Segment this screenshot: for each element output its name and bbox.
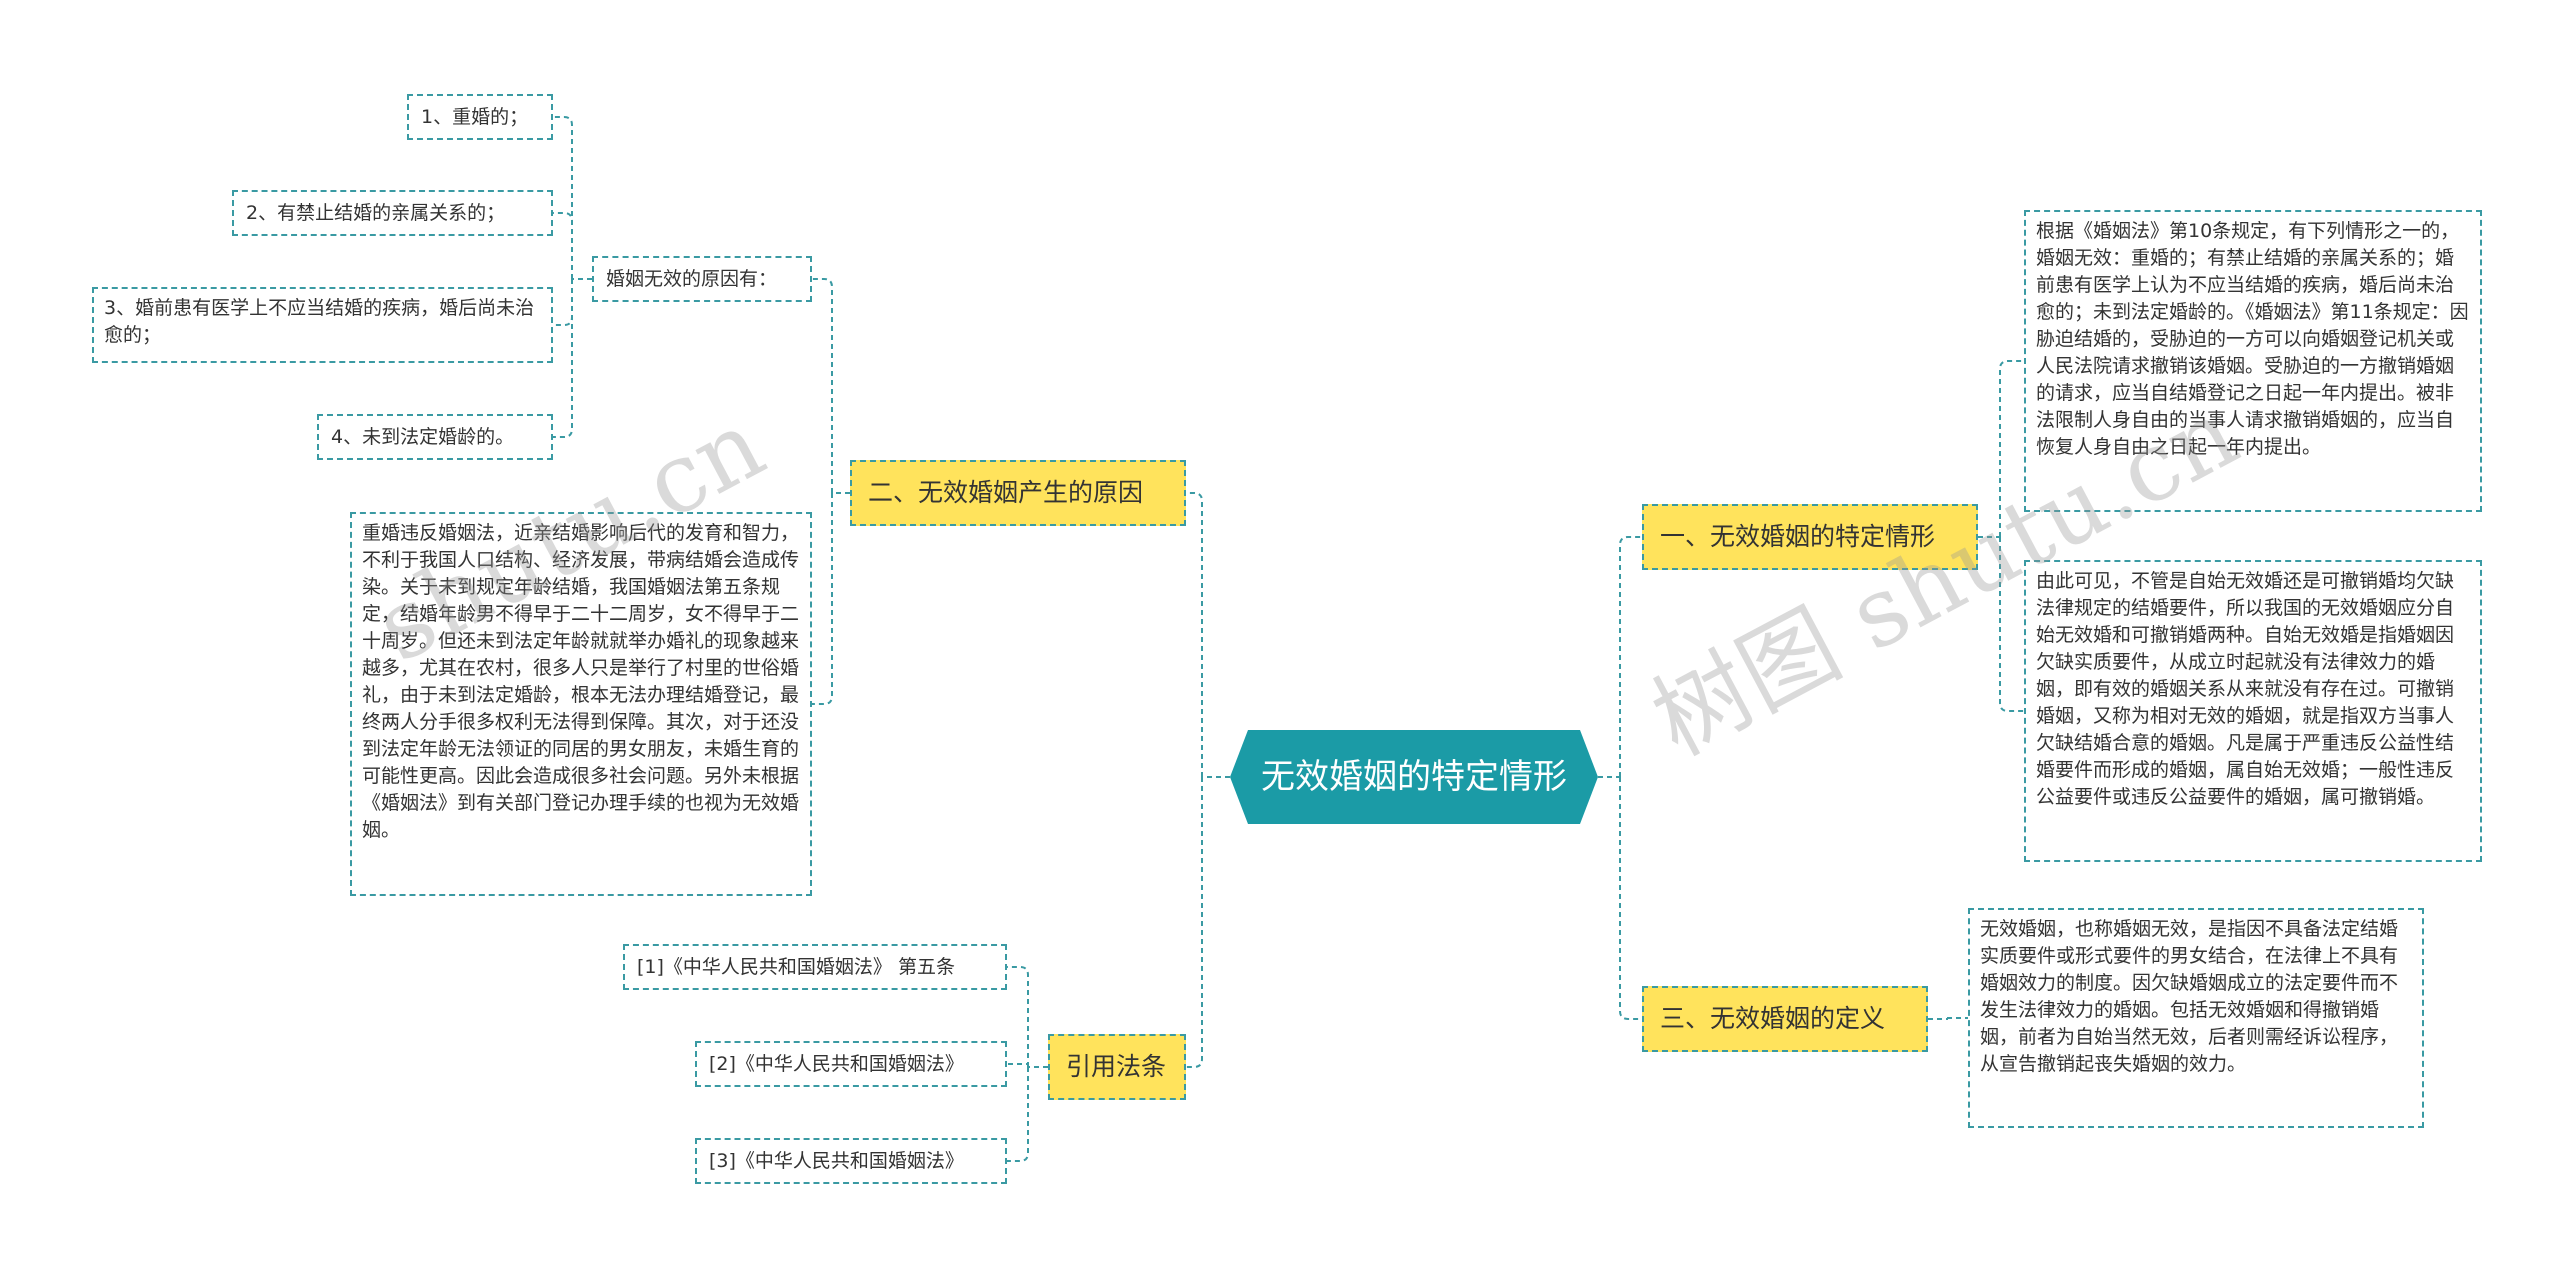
reason-item-2-text: 2、有禁止结婚的亲属关系的； (246, 202, 506, 224)
definition-text: 无效婚姻，也称婚姻无效，是指因不具备法定结婚实质要件或形式要件的男女结合，在法律… (1980, 918, 2399, 1075)
situation-item-1[interactable]: 根据《婚姻法》第10条规定，有下列情形之一的，婚姻无效：重婚的；有禁止结婚的亲属… (2024, 210, 2482, 512)
connector-n-s1 (1999, 360, 2024, 537)
definition-text-box[interactable]: 无效婚姻，也称婚姻无效，是指因不具备法定结婚实质要件或形式要件的男女结合，在法律… (1968, 908, 2424, 1128)
citation-item-3-text: [3]《中华人民共和国婚姻法》 (709, 1150, 964, 1172)
root-hexagon-shape (1230, 730, 1598, 824)
reasons-subgroup[interactable]: 婚姻无效的原因有： (592, 256, 812, 302)
branch-reasons-label: 二、无效婚姻产生的原因 (868, 478, 1144, 507)
situation-item-1-text: 根据《婚姻法》第10条规定，有下列情形之一的，婚姻无效：重婚的；有禁止结婚的亲属… (2036, 220, 2469, 458)
branch-definition-label: 三、无效婚姻的定义 (1660, 1004, 1886, 1033)
connector-n-r4 (553, 279, 573, 438)
reason-item-1[interactable]: 1、重婚的； (407, 94, 553, 140)
connector-n-c2 (1007, 1063, 1029, 1067)
root-node[interactable]: 无效婚姻的特定情形 (1230, 730, 1598, 824)
connector-n-r2 (553, 212, 573, 279)
connector-n-def (1619, 777, 1642, 1020)
reasons-detail-text: 重婚违反婚姻法，近亲结婚影响后代的发育和智力，不利于我国人口结构、经济发展，带病… (362, 522, 800, 841)
connector-n-cite (1186, 777, 1203, 1068)
connector-n-c3 (1007, 1067, 1029, 1162)
connector-n-s2 (1999, 537, 2024, 712)
reason-item-3[interactable]: 3、婚前患有医学上不应当结婚的疾病，婚后尚未治愈的； (92, 287, 553, 363)
connector-n-sit (1619, 536, 1642, 777)
reason-item-2[interactable]: 2、有禁止结婚的亲属关系的； (232, 190, 553, 236)
citation-item-2-text: [2]《中华人民共和国婚姻法》 (709, 1053, 964, 1075)
connector-n-r3 (553, 279, 573, 326)
reasons-detail[interactable]: 重婚违反婚姻法，近亲结婚影响后代的发育和智力，不利于我国人口结构、经济发展，带病… (350, 512, 812, 896)
situation-item-2-text: 由此可见，不管是自始无效婚还是可撤销婚均欠缺法律规定的结婚要件，所以我国的无效婚… (2036, 570, 2455, 808)
citation-item-1-text: [1]《中华人民共和国婚姻法》 第五条 (637, 956, 955, 978)
connector-n-reasons (1186, 492, 1203, 777)
connector-n-detail (812, 493, 833, 705)
branch-situations-label: 一、无效婚姻的特定情形 (1660, 522, 1936, 551)
branch-reasons[interactable]: 二、无效婚姻产生的原因 (850, 460, 1186, 526)
branch-citations[interactable]: 引用法条 (1048, 1034, 1186, 1100)
situation-item-2[interactable]: 由此可见，不管是自始无效婚还是可撤销婚均欠缺法律规定的结婚要件，所以我国的无效婚… (2024, 560, 2482, 862)
citation-item-3[interactable]: [3]《中华人民共和国婚姻法》 (695, 1138, 1007, 1184)
connector-n-d1 (1947, 1017, 1968, 1019)
citation-item-1[interactable]: [1]《中华人民共和国婚姻法》 第五条 (623, 944, 1007, 990)
reason-item-4-text: 4、未到法定婚龄的。 (331, 426, 515, 448)
reason-item-4[interactable]: 4、未到法定婚龄的。 (317, 414, 553, 460)
connector-n-c1 (1007, 966, 1029, 1067)
branch-citations-label: 引用法条 (1066, 1052, 1167, 1081)
branch-situations[interactable]: 一、无效婚姻的特定情形 (1642, 504, 1978, 570)
citation-item-2[interactable]: [2]《中华人民共和国婚姻法》 (695, 1041, 1007, 1087)
reason-item-1-text: 1、重婚的； (421, 106, 529, 128)
reason-item-3-text: 3、婚前患有医学上不应当结婚的疾病，婚后尚未治愈的； (104, 297, 535, 346)
root-label: 无效婚姻的特定情形 (1261, 757, 1567, 797)
reasons-subgroup-label: 婚姻无效的原因有： (606, 268, 778, 290)
connector-n-sub (812, 278, 833, 493)
connector-n-r1 (553, 116, 573, 279)
branch-definition[interactable]: 三、无效婚姻的定义 (1642, 986, 1928, 1052)
